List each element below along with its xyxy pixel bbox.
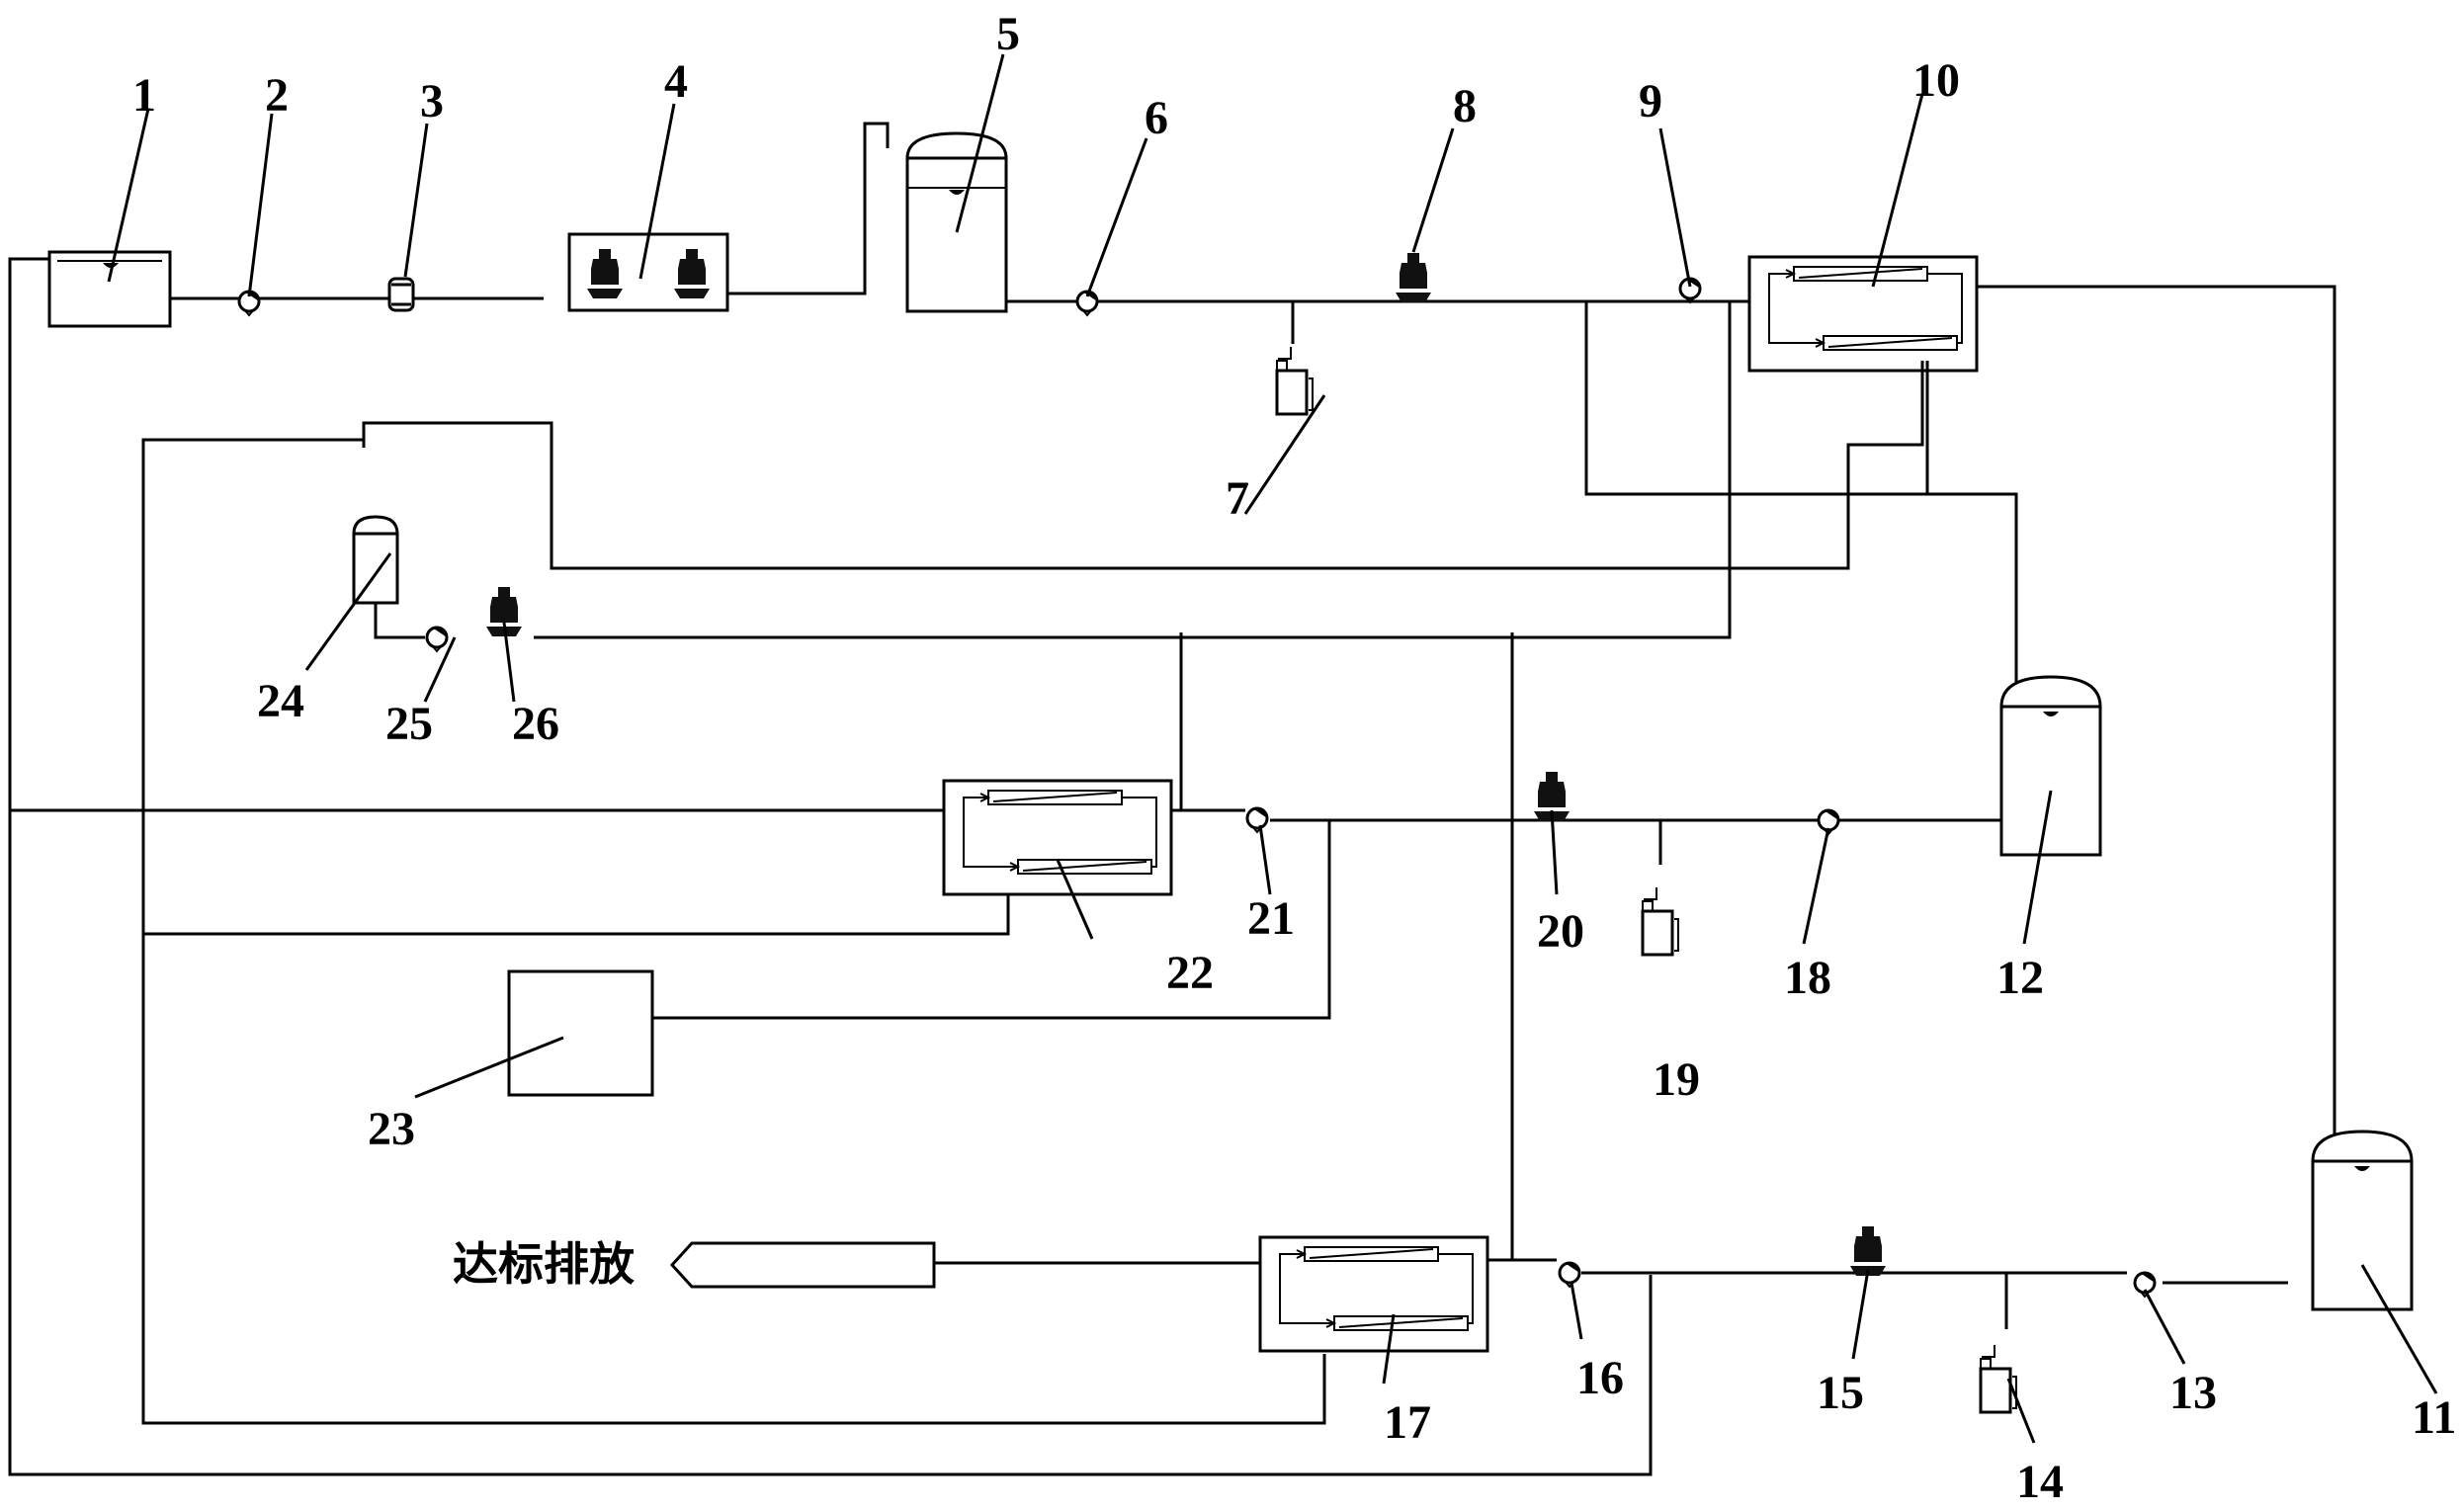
heat-exchanger-10 [1747, 255, 1979, 373]
label-8: 8 [1453, 80, 1477, 132]
label-6: 6 [1145, 92, 1168, 144]
reactor-5 [905, 131, 1008, 313]
label-16: 16 [1576, 1352, 1624, 1404]
filter-15 [1850, 1226, 1886, 1276]
label-25: 25 [385, 698, 433, 750]
doser-14 [1979, 1343, 2018, 1414]
tank-1 [47, 250, 172, 328]
doser-7 [1275, 345, 1315, 416]
loop-10 [362, 301, 2018, 687]
label-3: 3 [420, 75, 444, 127]
heat-exchanger-17 [1258, 1235, 1489, 1353]
label-9: 9 [1639, 75, 1662, 127]
label-26: 26 [512, 698, 559, 750]
label-15: 15 [1817, 1367, 1864, 1419]
top-process-line [170, 122, 2336, 1161]
label-10: 10 [1912, 54, 1960, 107]
label-11: 11 [2412, 1391, 2456, 1444]
left-return-lines [8, 257, 1653, 1476]
label-20: 20 [1537, 905, 1584, 958]
label-18: 18 [1784, 952, 1831, 1004]
filter-8 [1396, 253, 1431, 302]
label-19: 19 [1653, 1053, 1700, 1106]
label-13: 13 [2169, 1367, 2217, 1419]
label-21: 21 [1247, 892, 1295, 945]
component-labels: 1 2 3 4 5 6 7 8 9 10 11 12 13 14 15 16 1… [132, 8, 2456, 1508]
label-7: 7 [1226, 472, 1249, 525]
leader-lines [107, 53, 2438, 1444]
label-12: 12 [1996, 952, 2044, 1004]
label-23: 23 [368, 1103, 415, 1155]
pump-16 [1558, 1261, 1581, 1289]
meter-3 [387, 277, 415, 312]
label-5: 5 [996, 8, 1020, 60]
discharge-label: 达标排放 [453, 1237, 635, 1291]
label-22: 22 [1166, 947, 1214, 999]
label-2: 2 [265, 69, 289, 122]
middle-process-line [652, 808, 2001, 1020]
doser-19 [1641, 885, 1680, 957]
tank-12 [1999, 675, 2102, 857]
label-1: 1 [132, 69, 156, 122]
column-24 [352, 515, 425, 639]
pump-25 [425, 626, 449, 653]
filter-unit-4 [567, 232, 729, 312]
box-23 [507, 969, 654, 1097]
label-17: 17 [1384, 1396, 1431, 1449]
bottom-process-line [669, 1241, 2288, 1329]
label-24: 24 [257, 675, 304, 727]
label-4: 4 [664, 55, 688, 108]
label-14: 14 [2016, 1456, 2064, 1508]
pump-21 [1245, 806, 1269, 834]
pump-13 [2133, 1271, 2157, 1299]
heat-exchanger-22 [942, 779, 1173, 896]
tank-11 [2311, 1130, 2414, 1311]
